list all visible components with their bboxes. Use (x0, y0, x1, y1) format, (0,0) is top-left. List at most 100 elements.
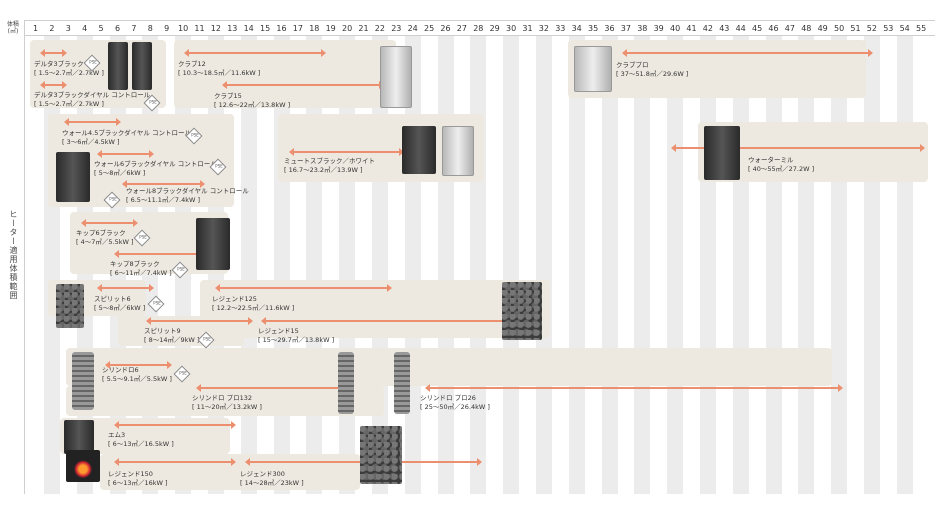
column-number: 24 (407, 24, 418, 33)
heater-mute-black-image (402, 126, 436, 174)
column-stripe (798, 36, 815, 494)
delta3dial-spec: [ 1.5～2.7㎥／2.7kW ] (34, 100, 104, 108)
cyl26-name: シリンドロ プロ26 (420, 394, 476, 402)
column-number: 8 (147, 24, 153, 33)
wall6-range-arrow (97, 150, 155, 158)
club12-name: クラブ12 (178, 60, 206, 68)
column-number: 42 (702, 24, 713, 33)
column-stripe (667, 36, 684, 494)
club15-range-arrow (221, 81, 385, 89)
column-number: 46 (768, 24, 779, 33)
legend300-name: レジェンド300 (240, 470, 285, 478)
wall8-name: ウォール8ブラックダイヤル コントロール (126, 187, 249, 195)
club12-spec: [ 10.3～18.5㎥／11.6kW ] (178, 69, 261, 77)
column-stripe (896, 36, 913, 494)
delta3dial-name: デルタ3ブラックダイヤル コントロール (34, 91, 151, 99)
mute-spec: [ 16.7～23.2㎥／13.9W ] (284, 166, 363, 174)
column-number: 44 (735, 24, 746, 33)
legend125-range-arrow (215, 284, 392, 292)
left-rule (24, 20, 25, 494)
column-number: 19 (325, 24, 336, 33)
product-panel (568, 40, 866, 98)
heater-spirit-image (56, 284, 84, 328)
column-number: 18 (309, 24, 320, 33)
pse-badge-text: PSE (153, 300, 161, 306)
wall45-spec: [ 3～6㎥／4.5kW ] (62, 138, 120, 146)
column-number: 37 (620, 24, 631, 33)
cyl132-name: シリンドロ プロ132 (192, 394, 252, 402)
club15-name: クラブ15 (214, 92, 242, 100)
club15-spec: [ 12.6～22㎥／13.8kW ] (214, 101, 291, 109)
m3-name: エム3 (108, 431, 126, 439)
column-stripe (765, 36, 782, 494)
heater-cylindro26-image (394, 352, 410, 414)
pse-badge-text: PSE (203, 336, 211, 342)
cyl132-range-arrow (195, 384, 351, 392)
volume-label: 体積 (6, 21, 19, 28)
cyl6-spec: [ 5.5～9.1㎥／5.5kW ] (102, 375, 172, 383)
column-number: 28 (473, 24, 484, 33)
product-panel (174, 40, 396, 108)
column-number: 10 (178, 24, 189, 33)
column-number: 6 (114, 24, 121, 33)
column-stripe (699, 36, 716, 494)
legend125-name: レジェンド125 (212, 295, 257, 303)
column-number: 41 (686, 24, 697, 33)
header-rule (24, 35, 935, 36)
column-number: 36 (604, 24, 615, 33)
column-number: 29 (489, 24, 500, 33)
spirit9-range-arrow (146, 317, 254, 325)
y-axis-label: ヒーター適用体積範囲 (9, 210, 18, 300)
club12-range-arrow (184, 49, 327, 57)
spirit9-name: スピリット9 (144, 327, 181, 335)
pse-badge-text: PSE (139, 234, 147, 240)
column-number: 23 (391, 24, 402, 33)
wall6-spec: [ 5～8㎥／6kW ] (94, 169, 146, 177)
cyl132-spec: [ 11～20㎥／13.2kW ] (192, 403, 262, 411)
column-number: 27 (456, 24, 467, 33)
product-panel (200, 280, 550, 338)
column-number: 40 (670, 24, 681, 33)
heater-wall-image (56, 152, 90, 202)
column-stripe (535, 36, 552, 494)
cyl6-name: シリンドロ6 (102, 366, 139, 374)
mute-name: ミュートスブラック／ホワイト (284, 157, 375, 165)
pse-badge-text: PSE (149, 99, 157, 105)
column-number: 4 (82, 24, 88, 33)
water-spec: [ 40～55㎥／27.2W ] (748, 165, 815, 173)
column-number: 14 (243, 24, 254, 33)
cyl26-range-arrow (425, 384, 844, 392)
column-number: 55 (916, 24, 927, 33)
pse-badge-text: PSE (177, 266, 185, 272)
column-stripe (831, 36, 848, 494)
mute-range-arrow (288, 148, 404, 156)
column-number: 53 (883, 24, 894, 33)
column-number: 17 (292, 24, 303, 33)
legend150-spec: [ 6～13㎥／16kW ] (108, 479, 168, 487)
heater-delta-image (132, 42, 152, 90)
spirit9-spec: [ 8～14㎥／9kW ] (144, 336, 200, 344)
water-name: ウォーターミル (748, 156, 794, 164)
clubpro-spec: [ 37～51.8㎥／29.6W ] (616, 70, 689, 78)
column-number: 11 (194, 24, 205, 33)
column-number: 45 (752, 24, 763, 33)
cyl26-spec: [ 25～50㎥／26.4kW ] (420, 403, 490, 411)
heater-kip-image (196, 218, 230, 270)
column-number: 21 (358, 24, 369, 33)
column-number: 2 (49, 24, 55, 33)
column-number: 9 (164, 24, 170, 33)
column-number: 52 (866, 24, 877, 33)
delta3-name: デルタ3ブラック (34, 60, 84, 68)
column-number: 26 (440, 24, 451, 33)
wall6-name: ウォール6ブラックダイヤル コントロール (94, 160, 217, 168)
water-range-arrow (671, 144, 926, 152)
m3-range-arrow (113, 421, 237, 429)
delta3-range-arrow (39, 49, 67, 57)
spirit6-spec: [ 5～8㎥／6kW ] (94, 304, 146, 312)
heater-mute-white-image (442, 126, 474, 176)
column-number: 20 (342, 24, 353, 33)
column-stripe (863, 36, 880, 494)
legend15-spec: [ 15～29.7㎥／13.8kW ] (258, 336, 335, 344)
product-panel (100, 454, 360, 490)
column-number: 25 (424, 24, 435, 33)
